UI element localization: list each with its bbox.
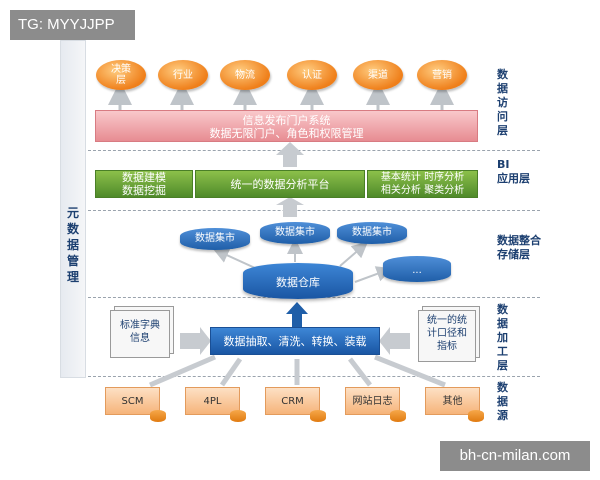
access-item-industry: 行业 [158, 60, 208, 90]
separator-processing [88, 376, 540, 377]
source-scm: SCM [105, 387, 160, 415]
metrics-doc: 统一的统 计口径和 指标 [418, 310, 476, 362]
watermark-bottom-right: bh-cn-milan.com [440, 441, 590, 471]
bi-platform-box: 统一的数据分析平台 [195, 170, 365, 198]
layer-label-bi: BI 应用层 [497, 158, 530, 185]
access-item-channel: 渠道 [353, 60, 403, 90]
source-web-log: 网站日志 [345, 387, 400, 415]
data-mart-1: 数据集市 [180, 228, 250, 250]
portal-subtitle: 数据无限门户、角色和权限管理 [209, 127, 364, 140]
data-mart-3: 数据集市 [337, 222, 407, 244]
source-other: 其他 [425, 387, 480, 415]
layer-label-source: 数 据 源 [497, 381, 508, 422]
layer-label-access: 数 据 访 问 层 [497, 68, 508, 137]
source-4pl: 4PL [185, 387, 240, 415]
separator-access [88, 150, 540, 151]
source-crm-db-icon [310, 410, 326, 422]
data-mart-2: 数据集市 [260, 222, 330, 244]
access-item-certification: 认证 [287, 60, 337, 90]
source-web-log-db-icon [390, 410, 406, 422]
portal-box: 信息发布门户系统 数据无限门户、角色和权限管理 [95, 110, 478, 142]
source-crm: CRM [265, 387, 320, 415]
source-scm-db-icon [150, 410, 166, 422]
bi-modeling-box: 数据建模 数据挖掘 [95, 170, 193, 198]
separator-bi [88, 210, 540, 211]
etl-box: 数据抽取、清洗、转换、装载 [210, 327, 380, 355]
portal-title: 信息发布门户系统 [242, 114, 331, 127]
source-other-db-icon [468, 410, 484, 422]
data-mart-other: ... [383, 256, 451, 282]
access-item-marketing: 营销 [417, 60, 467, 90]
layer-label-storage: 数据整合 存储层 [497, 234, 541, 261]
bi-analysis-box: 基本统计 时序分析 相关分析 聚类分析 [367, 170, 478, 198]
metadata-sidebar-label: 元 数 据 管 理 [66, 206, 79, 284]
layer-label-processing: 数 据 加 工 层 [497, 303, 508, 372]
watermark-top-left: TG: MYYJJPP [10, 10, 135, 40]
metadata-sidebar [60, 40, 86, 378]
dictionary-doc: 标准字典 信息 [110, 310, 170, 358]
source-4pl-db-icon [230, 410, 246, 422]
access-item-decision: 决策 层 [96, 60, 146, 90]
access-item-logistics: 物流 [220, 60, 270, 90]
data-warehouse: 数据仓库 [243, 263, 353, 299]
